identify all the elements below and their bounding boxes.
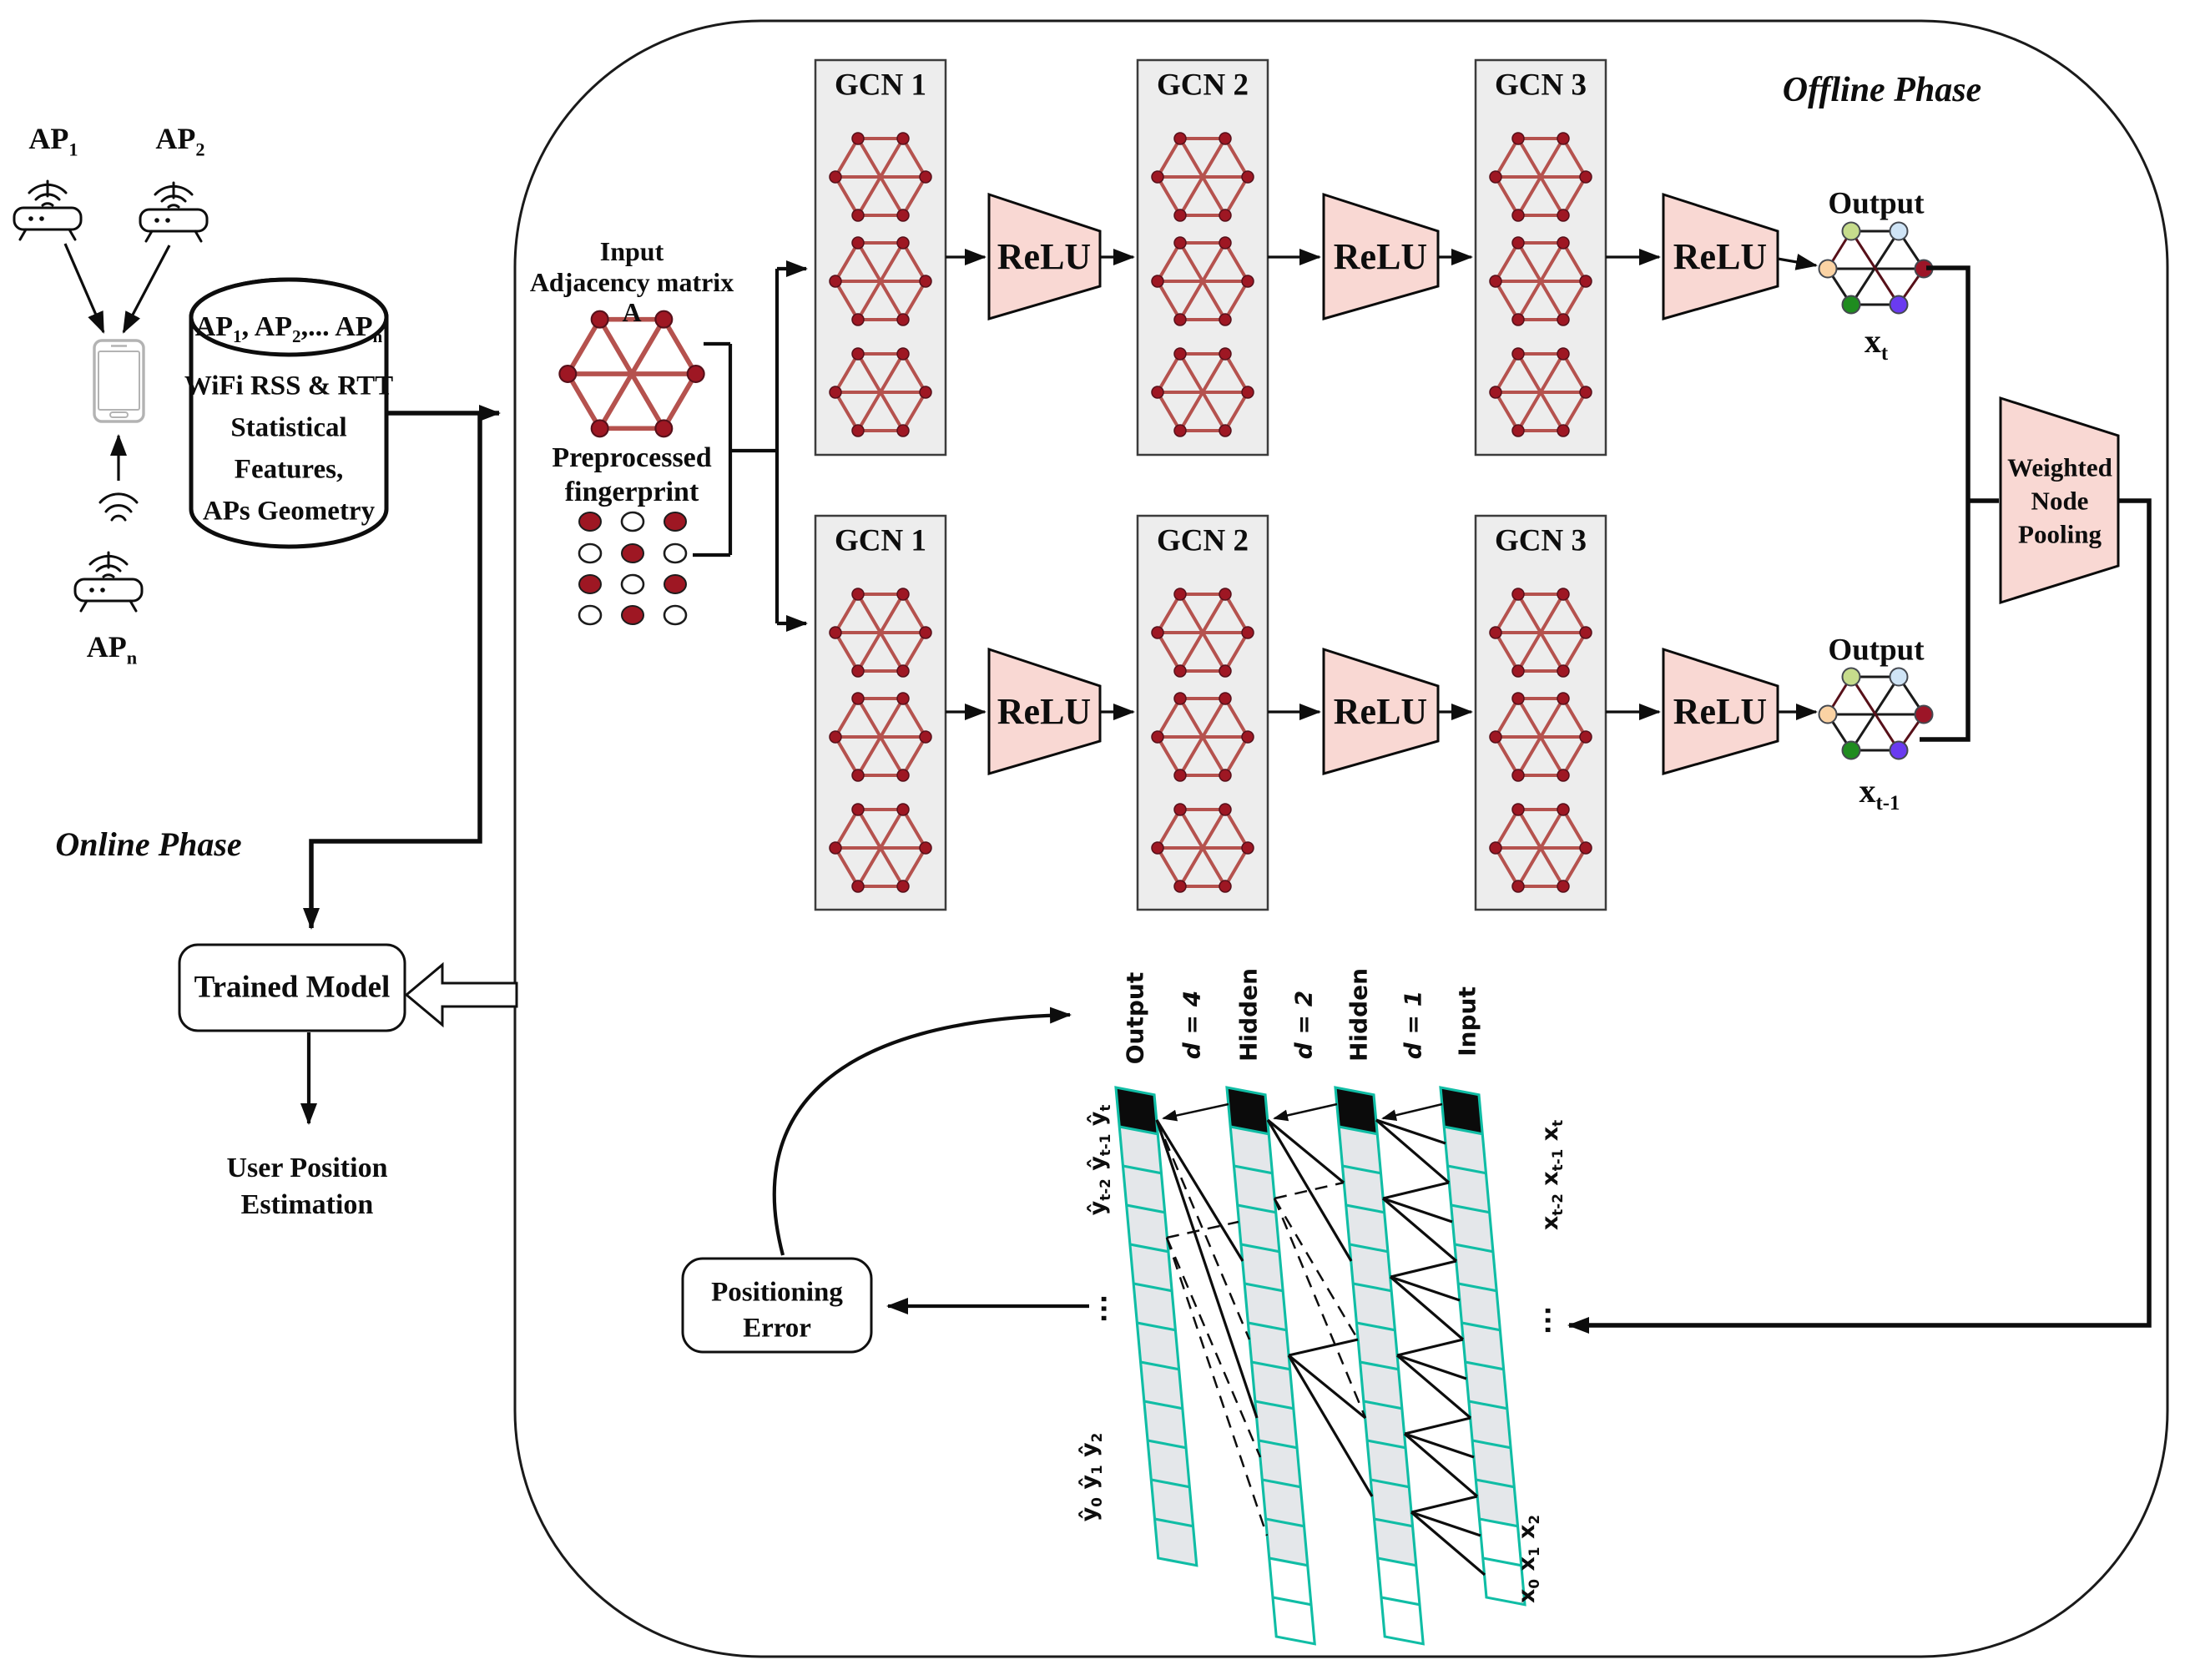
gcn2-title: GCN 2 — [1157, 68, 1249, 103]
tcn-x-top-labels: xt-2 xt-1 xt — [1537, 1119, 1567, 1231]
trained-model-box — [178, 943, 406, 1032]
relu-trapezoids — [987, 192, 1779, 776]
apn-wifi-signal-icon — [98, 434, 139, 522]
gcn-pipeline-arrows — [946, 249, 1818, 720]
positioning-error-line: Error — [743, 1313, 811, 1344]
model-export-hollow-arrow — [404, 961, 518, 1028]
offline-phase-container — [513, 19, 2169, 1658]
user-position-line: User Position — [226, 1153, 388, 1184]
tcn-header-hidden: Hidden — [1345, 967, 1373, 1062]
fingerprint-grid — [578, 511, 688, 626]
gcn3-title: GCN 3 — [1495, 68, 1587, 103]
gcn2-title: GCN 2 — [1157, 523, 1249, 558]
adjacency-title-line: Input — [599, 236, 664, 267]
output-graph-xt — [1818, 221, 1934, 315]
positioning-error-line: Positioning — [711, 1277, 843, 1308]
ap-to-phone-arrows — [63, 243, 171, 334]
tcn-header-d1: d = 1 — [1399, 990, 1427, 1060]
gcn-blocks — [814, 58, 1607, 911]
pooling-routing-lines — [1567, 265, 2152, 1334]
ap2-label: AP2 — [155, 122, 205, 160]
fingerprint-title-line: Preprocessed — [552, 442, 712, 474]
output-graph-label: Output — [1828, 633, 1925, 668]
relu-label: ReLU — [1333, 235, 1428, 277]
offline-phase-label: Offline Phase — [1782, 70, 1982, 109]
database-icon — [189, 277, 389, 549]
positioning-error-box — [681, 1257, 873, 1354]
tcn-connections — [1155, 1102, 1486, 1577]
adjacency-graph-icon — [559, 311, 704, 437]
tcn-yhat-top-labels: ŷt-2 ŷt-1 ŷt — [1084, 1104, 1114, 1216]
database-line: Features, — [234, 454, 344, 485]
output-graph-label: Output — [1828, 186, 1925, 221]
output-graph-xt1 — [1818, 667, 1934, 760]
tcn-header-input: Input — [1453, 986, 1481, 1057]
trained-model-label: Trained Model — [194, 970, 391, 1005]
relu-label: ReLU — [997, 235, 1092, 277]
wifi-router-ap1-icon — [13, 179, 83, 241]
dataset-flow-lines — [303, 405, 501, 930]
smartphone-icon — [93, 339, 145, 423]
gcn1-title: GCN 1 — [835, 68, 926, 103]
tcn-header-hidden: Hidden — [1234, 967, 1263, 1062]
gcn1-title: GCN 1 — [835, 523, 926, 558]
adjacency-title-line: Adjacency matrix — [529, 267, 734, 298]
database-title: AP1, AP2,... APn — [194, 311, 383, 346]
gcn3-title: GCN 3 — [1495, 523, 1587, 558]
database-line: APs Geometry — [202, 496, 376, 527]
relu-label: ReLU — [1673, 235, 1768, 277]
xt1-label: xt-1 — [1859, 772, 1900, 815]
relu-label: ReLU — [1673, 690, 1768, 732]
online-phase-label: Online Phase — [55, 825, 242, 863]
input-bracket-lines — [693, 260, 808, 632]
relu-label: ReLU — [1333, 690, 1428, 732]
database-line: Statistical — [230, 412, 347, 443]
pooling-line: Pooling — [2018, 519, 2102, 549]
feedback-curved-arrow — [772, 1006, 1072, 1256]
tcn-x-bottom-labels: x0 x1 x2 — [1513, 1514, 1543, 1604]
adjacency-title-line: A — [622, 297, 642, 328]
tcn-yhat-bottom-labels: ŷ0 ŷ1 ŷ2 — [1076, 1432, 1106, 1522]
pooling-line: Node — [2031, 486, 2089, 516]
relu-label: ReLU — [997, 690, 1092, 732]
user-position-line: Estimation — [240, 1189, 374, 1221]
weighted-node-pooling-trapezoid — [1999, 396, 2120, 605]
ap1-label: AP1 — [28, 122, 78, 160]
tcn-ellipsis-left: ... — [1083, 1294, 1113, 1324]
tcn-header-d4: d = 4 — [1178, 990, 1206, 1060]
wifi-router-ap2-icon — [139, 181, 209, 243]
xt-label: xt — [1864, 322, 1889, 365]
tcn-header-d2: d = 2 — [1289, 990, 1318, 1060]
wifi-router-apn-icon — [73, 551, 144, 613]
tcn-columns — [1114, 1086, 1526, 1646]
fingerprint-title-line: fingerprint — [564, 477, 699, 508]
database-line: WiFi RSS & RTT — [184, 371, 394, 401]
apn-label: APn — [86, 630, 138, 668]
tcn-header-output: Output — [1121, 971, 1149, 1065]
tcn-ellipsis-right: ... — [1527, 1305, 1557, 1335]
pooling-line: Weighted — [2007, 452, 2112, 482]
